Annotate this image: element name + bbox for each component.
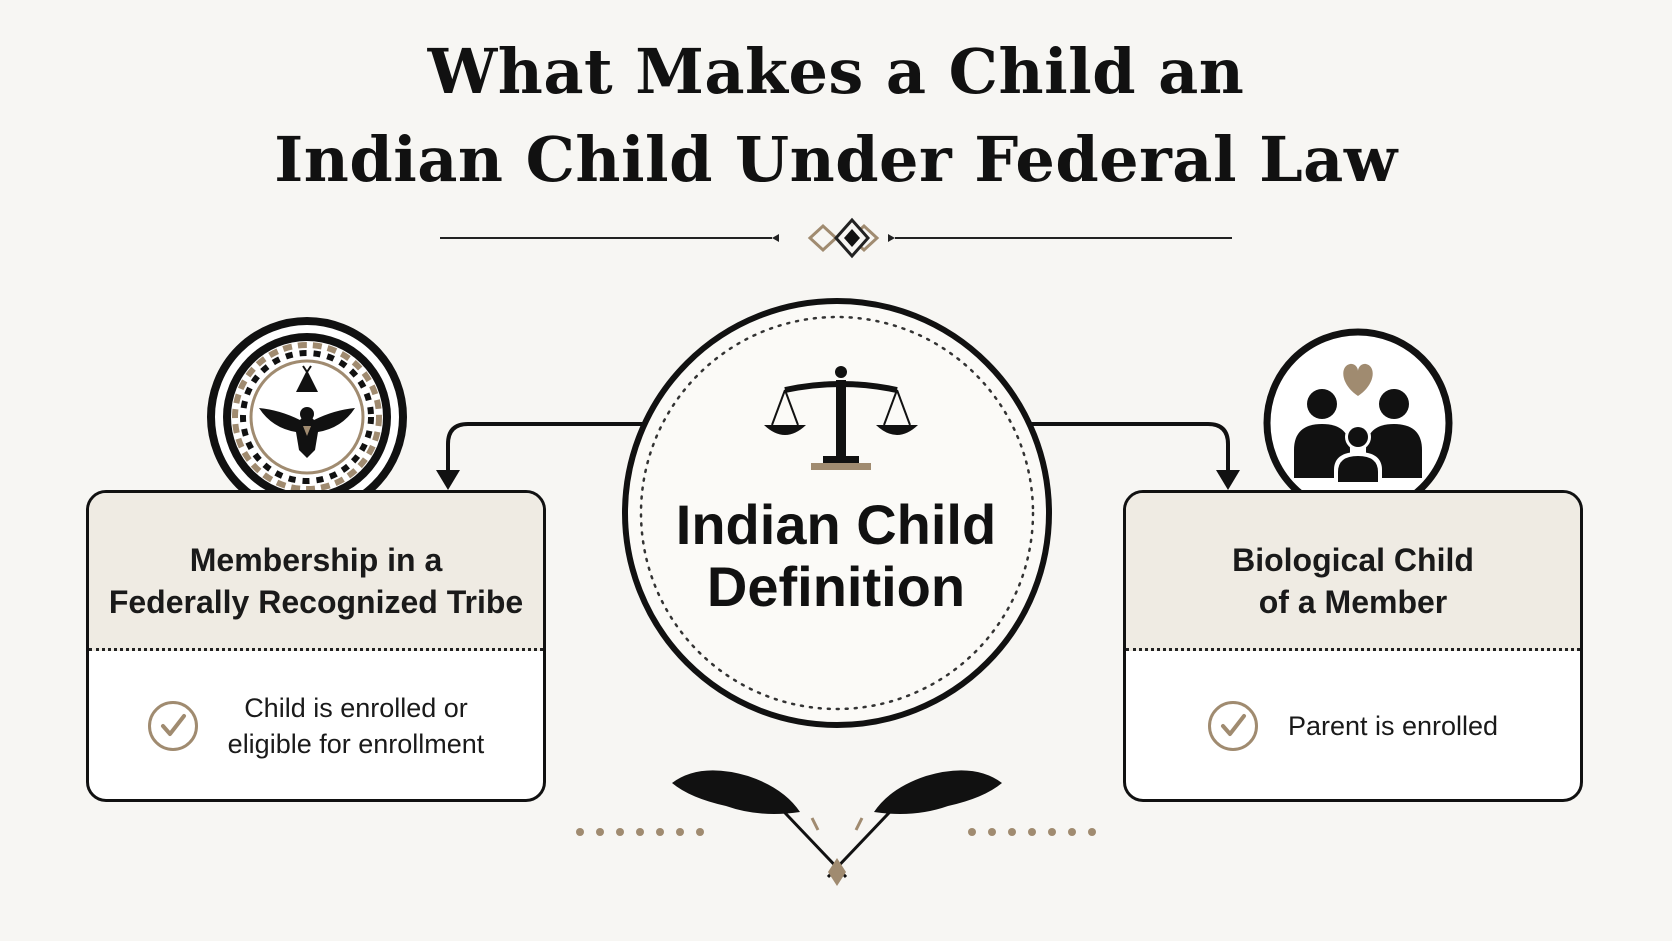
title-line-2: Indian Child Under Federal Law — [274, 123, 1398, 196]
tribal-membership-card: Membership in a Federally Recognized Tri… — [86, 490, 546, 802]
bottom-dot-row-right — [968, 828, 1096, 836]
biological-child-detail: Parent is enrolled — [1126, 651, 1580, 799]
tribal-membership-heading-line-1: Membership in a — [189, 541, 443, 578]
title-line-1: What Makes a Child an — [427, 35, 1245, 108]
diamond-ornament-icon — [440, 217, 1232, 259]
biological-child-card: Biological Child of a Member Parent is e… — [1123, 490, 1583, 802]
page-title: What Makes a Child an Indian Child Under… — [0, 28, 1672, 204]
tribal-membership-heading-line-2: Federally Recognized Tribe — [108, 583, 524, 620]
tribal-membership-detail-line-1: Child is enrolled or — [244, 693, 468, 723]
tribal-membership-detail-line-2: eligible for enrollment — [227, 729, 485, 759]
connector-right — [1022, 422, 1240, 490]
biological-child-heading: Biological Child of a Member — [1126, 493, 1580, 651]
check-icon — [147, 701, 198, 751]
tribal-membership-heading: Membership in a Federally Recognized Tri… — [89, 493, 543, 651]
family-heart-icon — [1263, 328, 1453, 518]
tribal-seal-eagle-icon — [207, 317, 407, 517]
crossed-feathers-icon — [672, 770, 1002, 886]
biological-child-heading-line-2: of a Member — [1258, 583, 1448, 620]
definition-line-1: Indian Child — [675, 493, 997, 556]
definition-label: Indian Child Definition — [620, 494, 1052, 618]
biological-child-heading-line-1: Biological Child — [1232, 541, 1474, 578]
definition-circle — [622, 298, 1052, 728]
check-icon — [1207, 701, 1258, 751]
definition-line-2: Definition — [706, 555, 966, 618]
biological-child-detail-text: Parent is enrolled — [1287, 711, 1499, 741]
tribal-membership-detail: Child is enrolled or eligible for enroll… — [89, 651, 543, 799]
bottom-dot-row-left — [576, 828, 704, 836]
scales-of-justice-icon — [764, 366, 918, 470]
